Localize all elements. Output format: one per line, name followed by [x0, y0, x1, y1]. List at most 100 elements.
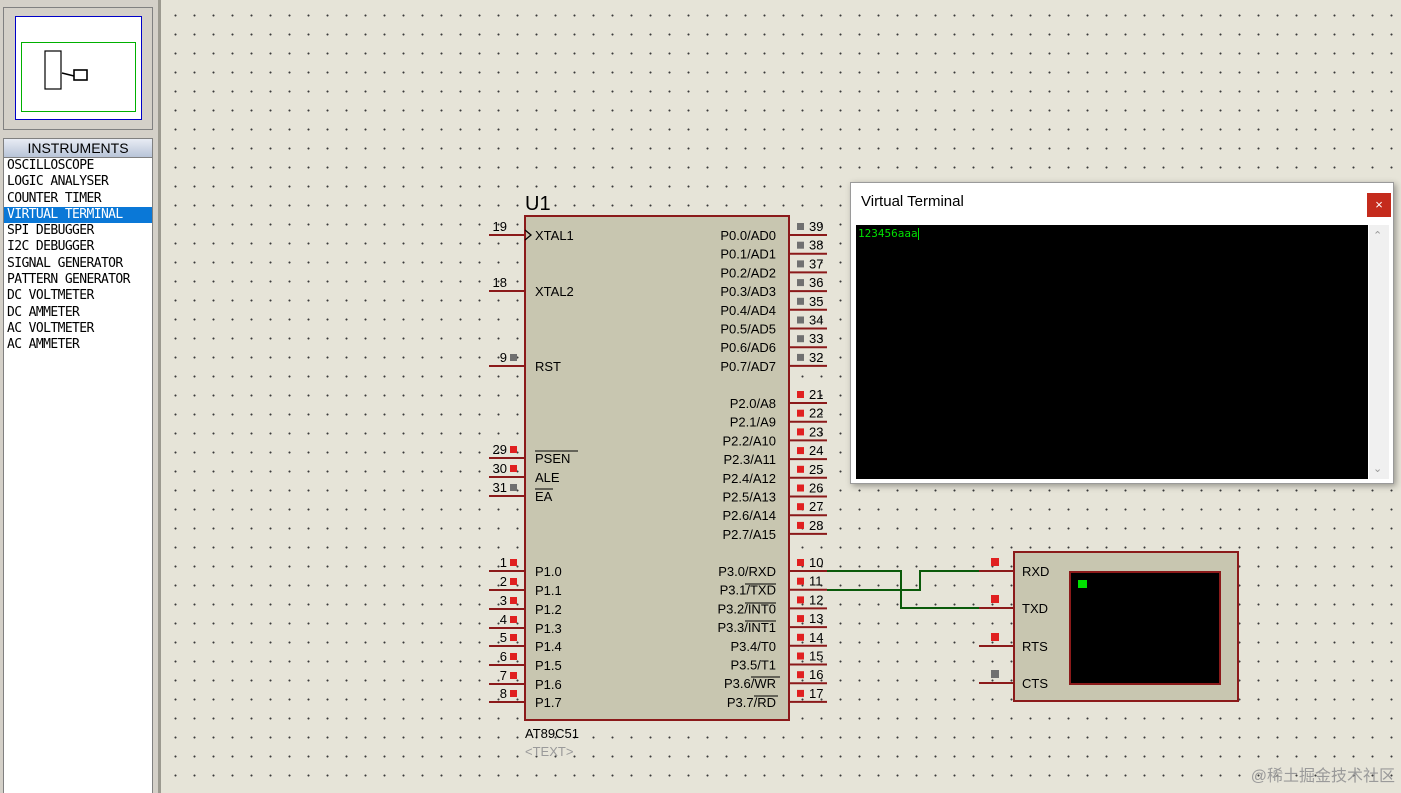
terminal-component-cursor: [1078, 580, 1087, 588]
terminal-output: 123456aaa: [858, 227, 919, 240]
pin-state-marker: [797, 316, 804, 324]
overview-thumbnail: [44, 50, 88, 90]
pin-number: 32: [809, 350, 823, 365]
instrument-item[interactable]: SPI DEBUGGER: [7, 223, 94, 239]
pin-number: 14: [809, 630, 823, 645]
pin-number: 29: [493, 442, 507, 457]
pin-state-marker: [797, 652, 804, 660]
overview-sheet-border: [15, 16, 142, 120]
pin-number: 16: [809, 667, 823, 682]
pin-state-marker: [797, 409, 804, 417]
pin-label: P3.0/RXD: [718, 564, 776, 579]
clock-arrow-icon: [524, 229, 533, 241]
instrument-item[interactable]: OSCILLOSCOPE: [7, 158, 94, 173]
pin-number: 27: [809, 499, 823, 514]
pin-state-marker: [510, 559, 517, 566]
pin-state-marker: [797, 353, 804, 361]
pin-number: 39: [809, 219, 823, 234]
pin-number: 15: [809, 649, 823, 664]
overview-viewport[interactable]: [21, 42, 136, 112]
pin-number: 2: [500, 574, 507, 589]
pin-number: 10: [809, 555, 823, 570]
pin-state-marker: [510, 653, 517, 660]
close-icon[interactable]: ×: [1367, 193, 1391, 217]
pin-state-marker: [510, 465, 517, 472]
pin-number: 23: [809, 424, 823, 439]
pin-label: P0.3/AD3: [720, 284, 776, 299]
pin-label: EA: [535, 489, 553, 504]
chevron-up-icon[interactable]: ⌃: [1373, 230, 1383, 242]
pin-number: 34: [809, 313, 823, 328]
pin-state-marker: [510, 672, 517, 679]
terminal-component-screen: [1069, 571, 1221, 685]
instrument-item[interactable]: AC AMMETER: [7, 337, 80, 353]
pin-state-marker: [797, 577, 804, 585]
pin-label: P1.7: [535, 695, 562, 710]
schematic: U1AT89C51<TEXT>19XTAL118XTAL29RST29PSEN3…: [489, 193, 1239, 759]
pin-state-marker: [510, 578, 517, 585]
pin-label: P3.4/T0: [730, 639, 776, 654]
pin-label: P3.6/WR: [724, 676, 776, 691]
instrument-item[interactable]: DC VOLTMETER: [7, 288, 94, 304]
pin-state-marker: [797, 484, 804, 492]
terminal-screen[interactable]: 123456aaa: [856, 225, 1368, 479]
pin-state-marker: [797, 335, 804, 343]
pin-number: 38: [809, 238, 823, 253]
pin-state-marker: [510, 597, 517, 604]
pin-state-marker: [797, 465, 804, 473]
instrument-item[interactable]: SIGNAL GENERATOR: [7, 255, 123, 271]
pin-label: P0.1/AD1: [720, 247, 776, 262]
terminal-pin-label: RXD: [1022, 564, 1049, 579]
pin-label: P2.4/A12: [723, 471, 777, 486]
pin-number: 31: [493, 480, 507, 495]
instrument-item[interactable]: COUNTER TIMER: [7, 190, 102, 206]
pin-state-marker: [510, 446, 517, 453]
instrument-item[interactable]: AC VOLTMETER: [7, 320, 94, 336]
pin-number: 11: [809, 574, 823, 589]
pin-label: P2.6/A14: [723, 508, 777, 523]
overview-preview[interactable]: [3, 7, 153, 130]
pin-state-marker: [797, 633, 804, 641]
pin-state-marker: [797, 297, 804, 305]
instrument-item[interactable]: PATTERN GENERATOR: [7, 272, 130, 288]
pin-number: 7: [500, 668, 507, 683]
pin-label: XTAL2: [535, 284, 574, 299]
pin-state-marker: [510, 634, 517, 641]
pin-state-marker: [797, 223, 804, 230]
instrument-item[interactable]: DC AMMETER: [7, 304, 80, 320]
pin-label: P3.3/INT1: [717, 620, 776, 635]
instrument-item[interactable]: I2C DEBUGGER: [7, 239, 94, 255]
pin-label: P1.6: [535, 677, 562, 692]
pin-label: P2.5/A13: [723, 490, 777, 505]
pin-label: P0.6/AD6: [720, 340, 776, 355]
pin-label: PSEN: [535, 451, 570, 466]
pin-label: P1.5: [535, 658, 562, 673]
pin-state-marker: [510, 690, 517, 697]
virtual-terminal-window[interactable]: Virtual Terminal × 123456aaa ⌃ ⌄: [850, 182, 1394, 484]
pin-number: 19: [493, 219, 507, 234]
pin-number: 4: [500, 612, 507, 627]
pin-label: P0.4/AD4: [720, 303, 776, 318]
pin-state-marker: [797, 428, 804, 436]
instruments-header: INSTRUMENTS: [3, 138, 153, 158]
pin-label: P3.7/RD: [727, 695, 776, 710]
pin-number: 33: [809, 331, 823, 346]
pin-state-marker: [797, 503, 804, 511]
chevron-down-icon[interactable]: ⌄: [1373, 463, 1383, 475]
pin-label: P3.2/INT0: [717, 601, 776, 616]
pin-number: 28: [809, 518, 823, 533]
pin-number: 9: [500, 350, 507, 365]
instrument-item[interactable]: LOGIC ANALYSER: [7, 174, 109, 190]
wire-txd-rxd: [827, 570, 979, 591]
vertical-scrollbar[interactable]: ⌃ ⌄: [1369, 225, 1389, 479]
pin-label: RST: [535, 359, 561, 374]
pin-state-marker: [797, 596, 804, 604]
pin-state-marker: [797, 671, 804, 679]
pin-label: P2.0/A8: [730, 396, 776, 411]
window-title: Virtual Terminal: [861, 193, 964, 210]
pin-state-marker: [797, 447, 804, 455]
text-cursor: [917, 228, 919, 240]
instrument-item[interactable]: VIRTUAL TERMINAL: [4, 206, 152, 224]
pin-label: P2.3/A11: [723, 452, 776, 467]
